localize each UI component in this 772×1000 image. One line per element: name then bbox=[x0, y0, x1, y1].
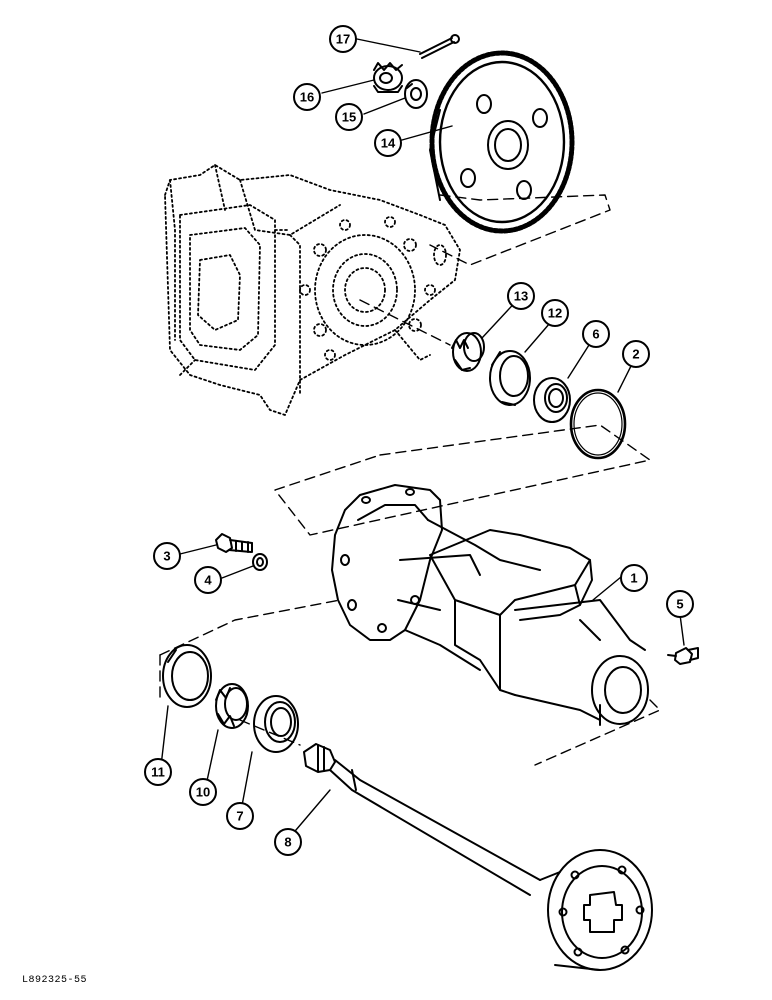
callout-circle bbox=[293, 83, 321, 111]
callout-number: 3 bbox=[163, 549, 170, 564]
part-1-axle-housing bbox=[331, 484, 649, 726]
callout-number: 12 bbox=[548, 306, 562, 321]
part-8-axle-shaft bbox=[303, 743, 653, 971]
callout-11: 11 bbox=[144, 758, 172, 786]
callout-number: 5 bbox=[676, 597, 683, 612]
callout-number: 1 bbox=[630, 571, 637, 586]
transmission-case-phantom bbox=[164, 164, 461, 416]
callout-circle bbox=[541, 299, 569, 327]
part-7-seal bbox=[253, 695, 299, 753]
part-15-washer bbox=[404, 79, 428, 109]
part-6-seal bbox=[533, 377, 571, 423]
callout-circle bbox=[189, 778, 217, 806]
part-16-castle-nut bbox=[373, 62, 403, 93]
callout-circle bbox=[620, 564, 648, 592]
callout-circle bbox=[582, 320, 610, 348]
callout-number: 7 bbox=[236, 809, 243, 824]
callout-8: 8 bbox=[274, 828, 302, 856]
callout-number: 8 bbox=[284, 835, 291, 850]
part-14-spur-gear bbox=[429, 50, 575, 234]
part-17-cotter-pin bbox=[419, 34, 460, 59]
callout-circle bbox=[153, 542, 181, 570]
leader-lines bbox=[160, 38, 685, 838]
part-2-o-ring bbox=[569, 388, 627, 460]
callout-7: 7 bbox=[226, 802, 254, 830]
part-11-bearing-cup bbox=[162, 644, 212, 708]
callout-2: 2 bbox=[622, 340, 650, 368]
drawing-code: L892325-55 bbox=[22, 975, 88, 986]
part-3-bolt bbox=[215, 533, 253, 553]
callout-number: 11 bbox=[151, 765, 165, 780]
callout-number: 16 bbox=[300, 90, 314, 105]
callout-17: 17 bbox=[329, 25, 357, 53]
callout-3: 3 bbox=[153, 542, 181, 570]
callout-number: 4 bbox=[204, 573, 212, 588]
part-13-roller-bearing bbox=[451, 332, 485, 372]
callout-14: 14 bbox=[374, 129, 402, 157]
callout-10: 10 bbox=[189, 778, 217, 806]
callout-number: 10 bbox=[196, 785, 210, 800]
callout-circle bbox=[622, 340, 650, 368]
callout-16: 16 bbox=[293, 83, 321, 111]
callout-circle bbox=[274, 828, 302, 856]
callout-circle bbox=[507, 282, 535, 310]
part-12-bearing-cup bbox=[489, 350, 531, 406]
part-10-roller-bearing bbox=[215, 683, 249, 729]
callout-13: 13 bbox=[507, 282, 535, 310]
callout-1: 1 bbox=[620, 564, 648, 592]
callout-number: 13 bbox=[514, 289, 528, 304]
callout-number: 2 bbox=[632, 347, 639, 362]
callout-circle bbox=[666, 590, 694, 618]
callout-circle bbox=[374, 129, 402, 157]
part-4-lock-washer bbox=[252, 553, 268, 571]
callout-15: 15 bbox=[335, 103, 363, 131]
callout-4: 4 bbox=[194, 566, 222, 594]
callout-12: 12 bbox=[541, 299, 569, 327]
assembly-guide-lines bbox=[159, 194, 661, 766]
callout-circle bbox=[226, 802, 254, 830]
callout-number: 14 bbox=[381, 136, 396, 151]
callout-circle bbox=[144, 758, 172, 786]
callout-circle bbox=[329, 25, 357, 53]
callout-circle bbox=[335, 103, 363, 131]
callout-number: 6 bbox=[592, 327, 599, 342]
callout-number: 15 bbox=[342, 110, 356, 125]
part-5-grease-fitting bbox=[667, 647, 699, 665]
callout-number: 17 bbox=[336, 32, 350, 47]
callout-circle bbox=[194, 566, 222, 594]
callout-6: 6 bbox=[582, 320, 610, 348]
callout-5: 5 bbox=[666, 590, 694, 618]
